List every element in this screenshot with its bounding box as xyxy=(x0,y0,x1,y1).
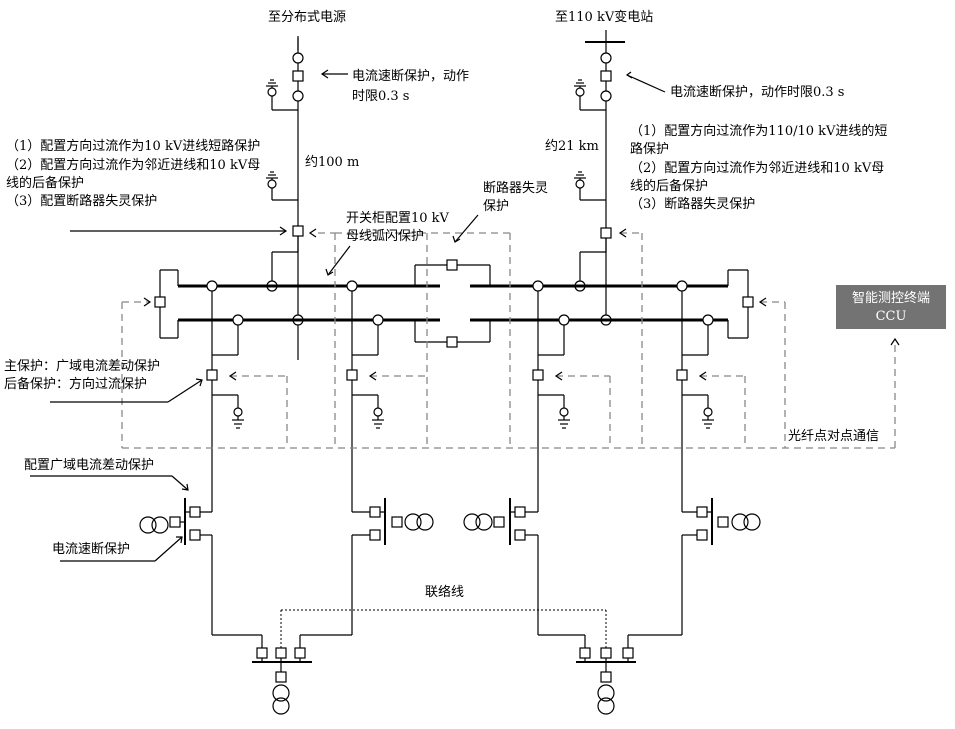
label-tie-line: 联络线 xyxy=(425,584,464,600)
right-config-1: （1）配置方向过流作为110/10 kV进线的短 xyxy=(630,123,887,139)
ring-main-unit-4 xyxy=(681,498,761,635)
ccu-label-2: CCU xyxy=(876,309,907,324)
outgoing-feeder-2 xyxy=(346,280,384,505)
arc-flash-2: 母线弧闪保护 xyxy=(346,229,424,244)
disconnector-symbol xyxy=(292,90,304,102)
ring-main-unit-1 xyxy=(139,498,213,635)
incoming-breaker-left xyxy=(292,225,304,237)
left-incoming-feeder xyxy=(266,36,304,360)
wide-area-diff: 配置广域电流差动保护 xyxy=(24,458,154,473)
backup-protection: 后备保护：方向过流保护 xyxy=(4,376,147,392)
fiber-comm-network xyxy=(121,228,900,449)
left-line-length: 约100 m xyxy=(305,155,359,170)
main-protection: 主保护：广域电流差动保护 xyxy=(4,359,160,374)
breaker-symbol xyxy=(292,70,304,82)
right-config-1b: 路保护 xyxy=(630,141,669,157)
left-config-1: （1）配置方向过流作为10 kV进线短路保护 xyxy=(6,138,260,154)
breaker-failure-1: 断路器失灵 xyxy=(483,180,548,196)
ccu-box xyxy=(836,285,946,329)
busbars xyxy=(154,259,754,348)
breaker-failure-2: 保护 xyxy=(483,199,509,214)
ccu-terminal: 智能测控终端 CCU xyxy=(836,285,946,329)
label-to-distributed-source: 至分布式电源 xyxy=(268,10,346,25)
ring-main-unit-3 xyxy=(463,498,539,635)
left-config-2b: 线的后备保护 xyxy=(6,175,84,191)
distribution-station-right xyxy=(538,634,682,715)
ring-main-unit-2 xyxy=(351,498,434,635)
current-quick-break: 电流速断保护 xyxy=(52,542,130,557)
left-feeder-protection-1: 电流速断保护，动作 xyxy=(352,69,469,84)
label-to-110kv-substation: 至110 kV变电站 xyxy=(555,9,653,25)
tie-line xyxy=(280,609,607,648)
outgoing-feeder-3 xyxy=(532,280,570,505)
left-config-2: （2）配置方向过流作为邻近进线和10 kV母 xyxy=(6,157,260,173)
right-feeder-protection: 电流速断保护，动作时限0.3 s xyxy=(670,85,844,100)
left-feeder-protection-2: 时限0.3 s xyxy=(352,89,409,104)
fiber-comm-label: 光纤点对点通信 xyxy=(788,429,879,444)
right-config-2: （2）配置方向过流作为邻近进线和10 kV母 xyxy=(630,160,884,176)
arc-flash-1: 开关柜配置10 kV xyxy=(346,211,450,226)
disconnector-symbol xyxy=(292,52,304,64)
outgoing-feeder-4 xyxy=(676,280,714,505)
outgoing-feeder-1 xyxy=(206,280,244,505)
ccu-label-1: 智能测控终端 xyxy=(852,290,930,306)
right-config-2b: 线的后备保护 xyxy=(630,178,708,194)
right-line-length: 约21 km xyxy=(545,139,599,154)
distribution-station-left xyxy=(212,634,352,715)
left-config-3: （3）配置断路器失灵保护 xyxy=(6,193,157,209)
right-config-3: （3）断路器失灵保护 xyxy=(630,196,755,212)
right-incoming-feeder xyxy=(574,30,625,326)
